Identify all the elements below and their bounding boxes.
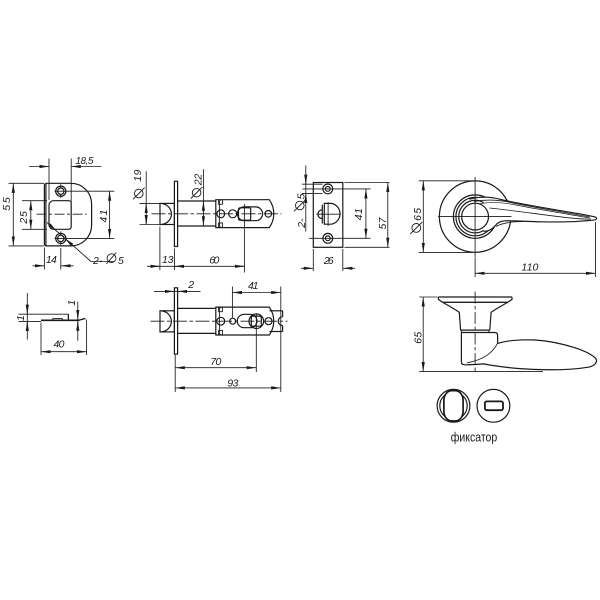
- svg-text:5: 5: [296, 193, 308, 199]
- svg-text:14: 14: [46, 254, 57, 266]
- svg-text:18,5: 18,5: [75, 156, 93, 167]
- svg-text:93: 93: [227, 377, 238, 389]
- svg-text:фиксатор: фиксатор: [451, 430, 498, 444]
- svg-text:2-: 2-: [92, 255, 103, 267]
- svg-text:70: 70: [210, 356, 221, 368]
- svg-text:26: 26: [323, 255, 334, 267]
- svg-text:25: 25: [18, 211, 30, 225]
- svg-text:40: 40: [54, 338, 65, 350]
- svg-text:1: 1: [66, 300, 78, 306]
- svg-text:57: 57: [377, 216, 389, 229]
- svg-text:13: 13: [162, 254, 174, 266]
- svg-text:2: 2: [187, 279, 194, 291]
- svg-text:2-: 2-: [296, 218, 308, 229]
- svg-text:65: 65: [412, 332, 424, 344]
- svg-text:110: 110: [521, 261, 538, 273]
- svg-text:5: 5: [118, 255, 124, 267]
- svg-text:41: 41: [98, 210, 110, 223]
- svg-text:1: 1: [15, 315, 27, 321]
- svg-text:41: 41: [353, 208, 365, 220]
- svg-text:19: 19: [132, 169, 144, 181]
- svg-text:22: 22: [192, 174, 204, 187]
- svg-text:55: 55: [1, 197, 13, 211]
- svg-text:41: 41: [248, 280, 259, 292]
- svg-text:65: 65: [412, 208, 424, 221]
- svg-text:60: 60: [209, 254, 219, 266]
